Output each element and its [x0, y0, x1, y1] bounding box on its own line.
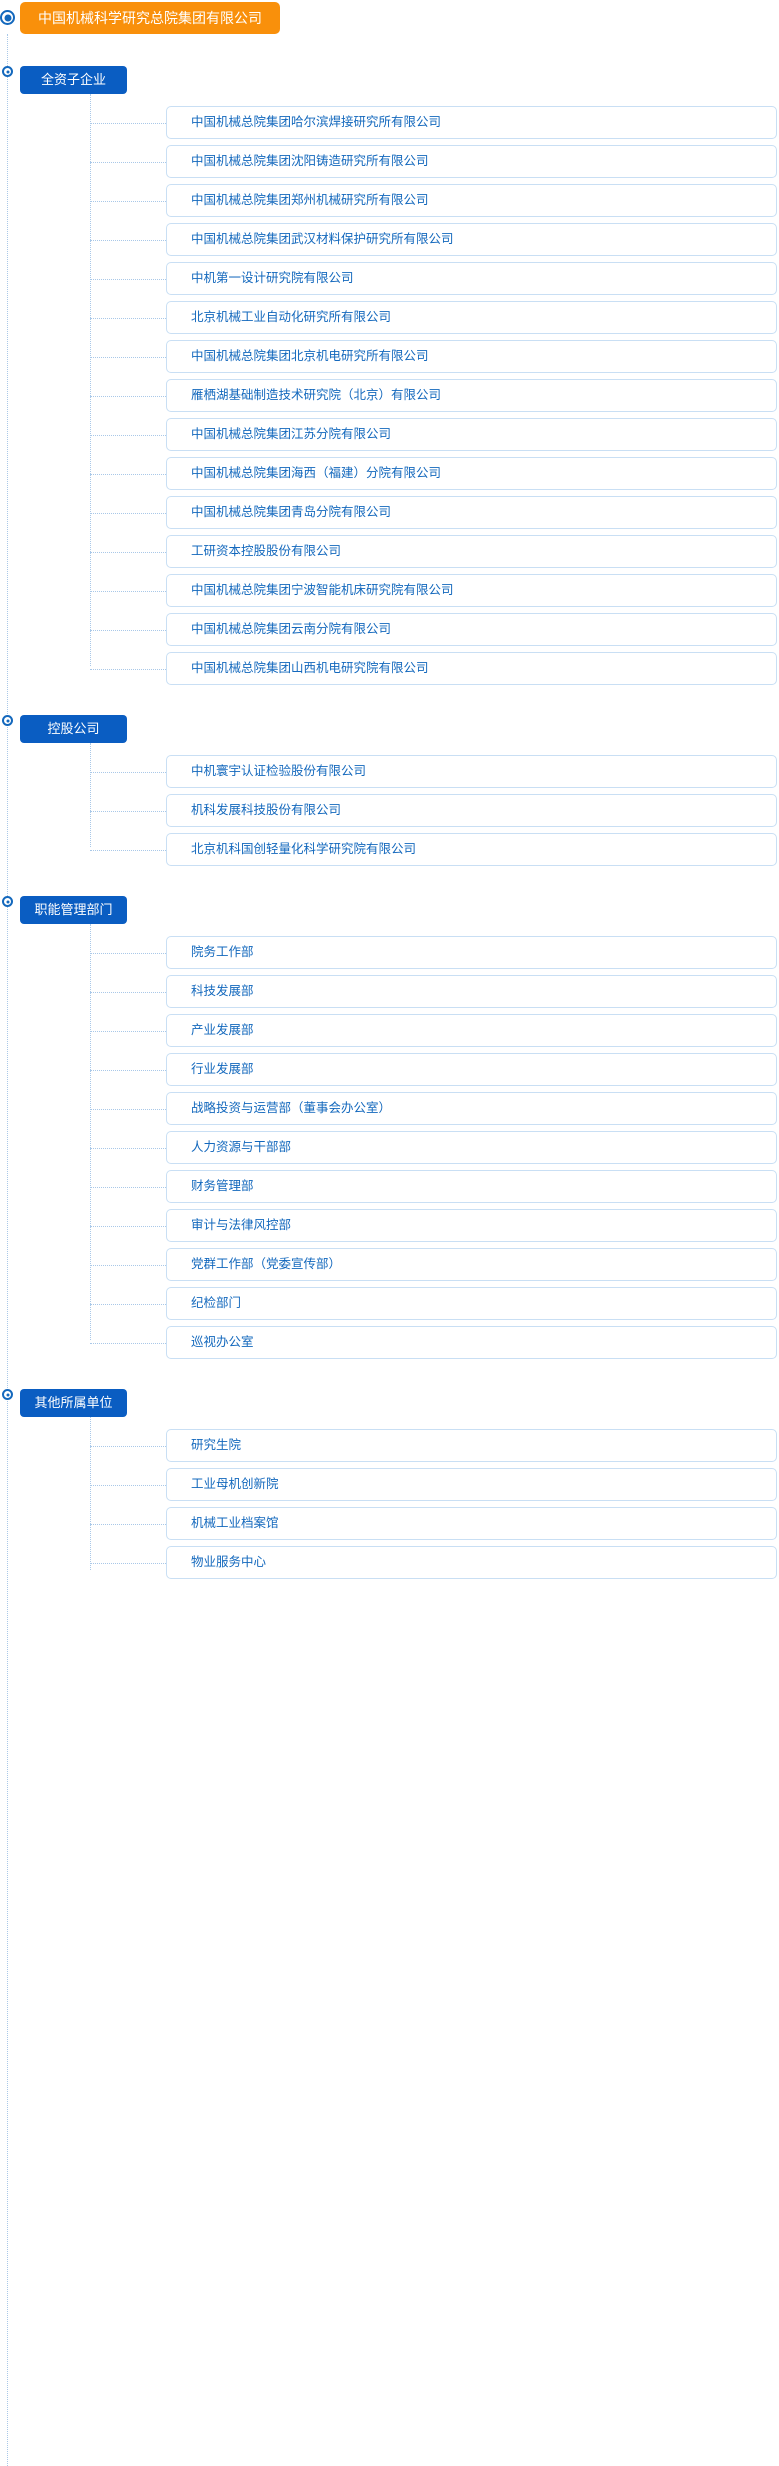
org-group-children: 院务工作部 科技发展部 产业发展部 行业发展部 战略投资与运营部（董事会办公室）… — [0, 924, 779, 1359]
list-item: 工研资本控股股份有限公司 — [0, 535, 779, 568]
category-node-marker-icon — [2, 1389, 13, 1400]
org-unit-node[interactable]: 中国机械总院集团哈尔滨焊接研究所有限公司 — [166, 106, 777, 139]
org-unit-node[interactable]: 中国机械总院集团青岛分院有限公司 — [166, 496, 777, 529]
org-unit-node[interactable]: 中国机械总院集团江苏分院有限公司 — [166, 418, 777, 451]
org-group: 全资子企业 中国机械总院集团哈尔滨焊接研究所有限公司 中国机械总院集团沈阳铸造研… — [0, 66, 779, 685]
list-item: 中国机械总院集团北京机电研究所有限公司 — [0, 340, 779, 373]
org-unit-node[interactable]: 北京机械工业自动化研究所有限公司 — [166, 301, 777, 334]
list-item: 科技发展部 — [0, 975, 779, 1008]
org-unit-node[interactable]: 巡视办公室 — [166, 1326, 777, 1359]
org-unit-node[interactable]: 机械工业档案馆 — [166, 1507, 777, 1540]
category-node-marker-icon — [2, 66, 13, 77]
category-node-0[interactable]: 全资子企业 — [20, 66, 127, 94]
list-item: 行业发展部 — [0, 1053, 779, 1086]
list-item: 党群工作部（党委宣传部） — [0, 1248, 779, 1281]
org-unit-node[interactable]: 北京机科国创轻量化科学研究院有限公司 — [166, 833, 777, 866]
org-unit-node[interactable]: 战略投资与运营部（董事会办公室） — [166, 1092, 777, 1125]
org-unit-node[interactable]: 物业服务中心 — [166, 1546, 777, 1579]
list-item: 物业服务中心 — [0, 1546, 779, 1579]
org-unit-node[interactable]: 中国机械总院集团海西（福建）分院有限公司 — [166, 457, 777, 490]
org-group-children: 中机寰宇认证检验股份有限公司 机科发展科技股份有限公司 北京机科国创轻量化科学研… — [0, 743, 779, 866]
list-item: 中国机械总院集团武汉材料保护研究所有限公司 — [0, 223, 779, 256]
list-item: 中国机械总院集团云南分院有限公司 — [0, 613, 779, 646]
org-unit-node[interactable]: 党群工作部（党委宣传部） — [166, 1248, 777, 1281]
list-item: 中国机械总院集团江苏分院有限公司 — [0, 418, 779, 451]
list-item: 中机寰宇认证检验股份有限公司 — [0, 755, 779, 788]
org-unit-node[interactable]: 科技发展部 — [166, 975, 777, 1008]
list-item: 北京机科国创轻量化科学研究院有限公司 — [0, 833, 779, 866]
org-unit-node[interactable]: 中国机械总院集团北京机电研究所有限公司 — [166, 340, 777, 373]
list-item: 中国机械总院集团青岛分院有限公司 — [0, 496, 779, 529]
org-unit-node[interactable]: 中国机械总院集团山西机电研究院有限公司 — [166, 652, 777, 685]
list-item: 财务管理部 — [0, 1170, 779, 1203]
list-item: 审计与法律风控部 — [0, 1209, 779, 1242]
org-unit-node[interactable]: 工业母机创新院 — [166, 1468, 777, 1501]
org-unit-node[interactable]: 审计与法律风控部 — [166, 1209, 777, 1242]
root-row: 中国机械科学研究总院集团有限公司 — [0, 2, 779, 36]
list-item: 战略投资与运营部（董事会办公室） — [0, 1092, 779, 1125]
org-unit-node[interactable]: 产业发展部 — [166, 1014, 777, 1047]
org-unit-node[interactable]: 人力资源与干部部 — [166, 1131, 777, 1164]
list-item: 中国机械总院集团海西（福建）分院有限公司 — [0, 457, 779, 490]
list-item: 巡视办公室 — [0, 1326, 779, 1359]
org-unit-node[interactable]: 工研资本控股股份有限公司 — [166, 535, 777, 568]
org-unit-node[interactable]: 中国机械总院集团宁波智能机床研究院有限公司 — [166, 574, 777, 607]
list-item: 中国机械总院集团沈阳铸造研究所有限公司 — [0, 145, 779, 178]
org-unit-node[interactable]: 中机寰宇认证检验股份有限公司 — [166, 755, 777, 788]
org-unit-node[interactable]: 中机第一设计研究院有限公司 — [166, 262, 777, 295]
org-unit-node[interactable]: 财务管理部 — [166, 1170, 777, 1203]
root-connector-rail — [7, 34, 8, 2466]
list-item: 人力资源与干部部 — [0, 1131, 779, 1164]
list-item: 中国机械总院集团哈尔滨焊接研究所有限公司 — [0, 106, 779, 139]
list-item: 中国机械总院集团山西机电研究院有限公司 — [0, 652, 779, 685]
org-group-header: 控股公司 — [0, 715, 779, 743]
org-unit-node[interactable]: 中国机械总院集团武汉材料保护研究所有限公司 — [166, 223, 777, 256]
list-item: 工业母机创新院 — [0, 1468, 779, 1501]
list-item: 机械工业档案馆 — [0, 1507, 779, 1540]
list-item: 研究生院 — [0, 1429, 779, 1462]
groups-container: 全资子企业 中国机械总院集团哈尔滨焊接研究所有限公司 中国机械总院集团沈阳铸造研… — [0, 66, 779, 1589]
list-item: 机科发展科技股份有限公司 — [0, 794, 779, 827]
list-item: 院务工作部 — [0, 936, 779, 969]
org-unit-node[interactable]: 中国机械总院集团郑州机械研究所有限公司 — [166, 184, 777, 217]
org-unit-node[interactable]: 院务工作部 — [166, 936, 777, 969]
org-group-header: 职能管理部门 — [0, 896, 779, 924]
list-item: 中国机械总院集团郑州机械研究所有限公司 — [0, 184, 779, 217]
list-item: 纪检部门 — [0, 1287, 779, 1320]
category-node-2[interactable]: 职能管理部门 — [20, 896, 127, 924]
list-item: 产业发展部 — [0, 1014, 779, 1047]
org-group: 控股公司 中机寰宇认证检验股份有限公司 机科发展科技股份有限公司 北京机科国创轻… — [0, 715, 779, 866]
org-group: 其他所属单位 研究生院 工业母机创新院 机械工业档案馆 物业服务中心 — [0, 1389, 779, 1589]
org-unit-node[interactable]: 机科发展科技股份有限公司 — [166, 794, 777, 827]
root-node-marker-icon — [0, 10, 15, 25]
org-group-children: 研究生院 工业母机创新院 机械工业档案馆 物业服务中心 — [0, 1417, 779, 1589]
org-group-header: 其他所属单位 — [0, 1389, 779, 1417]
root-node[interactable]: 中国机械科学研究总院集团有限公司 — [20, 2, 280, 34]
org-unit-node[interactable]: 纪检部门 — [166, 1287, 777, 1320]
list-item: 北京机械工业自动化研究所有限公司 — [0, 301, 779, 334]
org-unit-node[interactable]: 中国机械总院集团云南分院有限公司 — [166, 613, 777, 646]
org-unit-node[interactable]: 雁栖湖基础制造技术研究院（北京）有限公司 — [166, 379, 777, 412]
org-unit-node[interactable]: 研究生院 — [166, 1429, 777, 1462]
category-node-marker-icon — [2, 896, 13, 907]
category-node-1[interactable]: 控股公司 — [20, 715, 127, 743]
org-group-header: 全资子企业 — [0, 66, 779, 94]
org-group: 职能管理部门 院务工作部 科技发展部 产业发展部 行业发展部 战略投资与运营部（… — [0, 896, 779, 1359]
list-item: 中国机械总院集团宁波智能机床研究院有限公司 — [0, 574, 779, 607]
org-unit-node[interactable]: 行业发展部 — [166, 1053, 777, 1086]
org-group-children: 中国机械总院集团哈尔滨焊接研究所有限公司 中国机械总院集团沈阳铸造研究所有限公司… — [0, 94, 779, 685]
org-unit-node[interactable]: 中国机械总院集团沈阳铸造研究所有限公司 — [166, 145, 777, 178]
list-item: 中机第一设计研究院有限公司 — [0, 262, 779, 295]
category-node-3[interactable]: 其他所属单位 — [20, 1389, 127, 1417]
list-item: 雁栖湖基础制造技术研究院（北京）有限公司 — [0, 379, 779, 412]
category-node-marker-icon — [2, 715, 13, 726]
